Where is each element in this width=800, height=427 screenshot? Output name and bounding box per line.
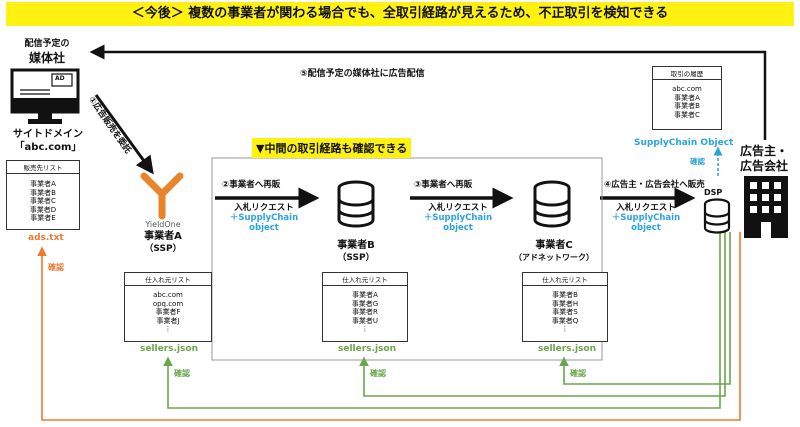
sellers-json-b-item: 事業者U	[351, 316, 379, 325]
site-domain-line1: サイトドメイン	[13, 129, 83, 140]
sellers-json-c-document: 仕入れ元リスト 事業者B 事業者H 事業者S 事業者Q ⋮	[522, 272, 608, 342]
monitor-icon	[10, 68, 80, 124]
ads-txt-item: 事業者D	[29, 205, 57, 214]
ssp-a-caption: 事業者A （SSP）	[120, 231, 206, 255]
server-c-icon	[533, 180, 571, 228]
sellers-json-a-item: opq.com	[152, 299, 184, 308]
history-item: abc.com	[672, 85, 702, 93]
sellers-json-a-item: ⋮	[164, 325, 172, 333]
confirm-line-b	[359, 232, 726, 397]
site-domain: サイトドメイン 「abc.com」	[2, 128, 94, 154]
step5-arrow	[89, 44, 767, 140]
step2-label: ②事業者へ再販	[222, 180, 281, 190]
sellers-json-a-label: sellers.json	[140, 344, 198, 354]
ssp-c-caption: 事業者C （アドネットワーク）	[506, 240, 602, 264]
history-item: 事業者A	[674, 93, 700, 102]
ad-label: AD	[55, 75, 65, 82]
ads-txt-item: 事業者E	[30, 214, 56, 222]
sellers-json-c-title: 仕入れ元リスト	[523, 273, 607, 286]
advertiser-caption: 広告主・ 広告会社	[732, 144, 796, 174]
sellers-json-a-item: 事業者F	[155, 308, 181, 316]
sellers-json-c-item: ⋮	[561, 325, 569, 333]
step3-supply-chain: ＋SupplyChain object	[423, 213, 493, 233]
dsp-server-icon	[703, 198, 731, 234]
yieldone-logo-icon	[140, 172, 184, 220]
sellers-json-a-document: 仕入れ元リスト abc.com opq.com 事業者F 事業者J ⋮	[124, 272, 212, 342]
ads-txt-confirm: 確認	[48, 263, 64, 272]
step3-bid-request: 入札リクエスト	[428, 203, 488, 213]
ssp-a-name: 事業者A	[144, 231, 182, 242]
site-domain-line2: 「abc.com」	[14, 142, 82, 153]
sellers-json-b-item: 事業者G	[351, 299, 379, 308]
sellers-json-b-confirm: 確認	[370, 369, 386, 378]
ssp-c-name: 事業者C	[535, 240, 573, 251]
sellers-json-b-item: ⋮	[361, 325, 369, 333]
ssp-a-role: （SSP）	[144, 244, 182, 254]
history-document: 取引の履歴 abc.com 事業者A 事業者B 事業者C	[652, 66, 722, 130]
sellers-json-b-label: sellers.json	[338, 344, 396, 354]
sellers-json-b-title: 仕入れ元リスト	[323, 273, 407, 286]
step4-label: ④広告主・広告会社へ販売	[604, 180, 705, 190]
sellers-json-a-item: abc.com	[153, 291, 183, 299]
sellers-json-a-confirm: 確認	[174, 369, 190, 378]
step4-bid: 入札リクエスト ＋SupplyChain object	[598, 203, 694, 233]
ads-txt-item: 事業者A	[30, 180, 56, 188]
yieldone-logo-text: YieldOne	[145, 220, 181, 229]
sellers-json-b-document: 仕入れ元リスト 事業者A 事業者G 事業者R 事業者U ⋮	[322, 272, 408, 342]
step4-bid-request: 入札リクエスト	[616, 203, 676, 213]
server-b-icon	[337, 180, 375, 228]
ssp-b-role: （SSP）	[337, 253, 375, 263]
middle-frame	[211, 157, 603, 361]
step2-bid: 入札リクエスト ＋SupplyChain object	[216, 203, 312, 233]
step2-supply-chain: ＋SupplyChain object	[229, 213, 299, 233]
building-icon	[744, 176, 788, 238]
sellers-json-c-item: 事業者Q	[551, 316, 579, 325]
history-item: 事業者B	[674, 102, 700, 110]
sellers-json-a-item: 事業者J	[156, 316, 180, 325]
ssp-b-caption: 事業者B （SSP）	[316, 240, 396, 264]
ads-txt-item: 事業者B	[30, 188, 56, 197]
sellers-json-b-item: 事業者R	[352, 308, 378, 316]
confirm-line-c	[559, 232, 731, 385]
sellers-json-b-item: 事業者A	[352, 291, 378, 299]
publisher-caption-line1: 配信予定の	[24, 39, 70, 49]
advertiser-line1: 広告主・	[739, 144, 788, 158]
ads-txt-list-title: 販売先リスト	[7, 161, 79, 174]
headline-banner: ＜今後＞ 複数の事業者が関わる場合でも、全取引経路が見えるため、不正取引を検知で…	[6, 2, 794, 26]
supply-chain-object-label: SupplyChain Object	[634, 138, 734, 148]
sellers-json-a-title: 仕入れ元リスト	[125, 273, 211, 286]
step4-supply-chain: ＋SupplyChain object	[611, 213, 681, 233]
confirm-line-adstxt	[37, 232, 741, 421]
ssp-b-name: 事業者B	[337, 240, 375, 251]
confirm-line-a	[163, 232, 721, 409]
advertiser-line2: 広告会社	[739, 159, 788, 173]
publisher-caption-line2: 媒体社	[28, 51, 65, 65]
dsp-label: DSP	[704, 188, 723, 197]
step3-bid: 入札リクエスト ＋SupplyChain object	[408, 203, 508, 233]
sellers-json-c-item: 事業者H	[551, 299, 579, 308]
sellers-json-c-item: 事業者S	[552, 308, 578, 316]
ads-txt-document: 販売先リスト 事業者A 事業者B 事業者C 事業者D 事業者E	[6, 160, 80, 230]
step5-label: ⑤配信予定の媒体社に広告配信	[300, 69, 425, 79]
middle-route-banner: ▼中間の取引経路も確認できる	[252, 138, 412, 158]
step1-arrow	[94, 94, 154, 175]
sellers-json-c-confirm: 確認	[570, 369, 586, 378]
sellers-json-c-item: 事業者B	[552, 291, 578, 299]
step2-bid-request: 入札リクエスト	[234, 203, 294, 213]
ads-txt-label: ads.txt	[28, 233, 64, 243]
history-title: 取引の履歴	[653, 67, 721, 80]
history-confirm: 確認	[690, 157, 705, 166]
step3-label: ③事業者へ再販	[414, 180, 473, 190]
history-item: 事業者C	[674, 110, 700, 119]
publisher-caption: 配信予定の 媒体社	[12, 36, 82, 66]
ssp-c-role: （アドネットワーク）	[514, 253, 594, 262]
ads-txt-item: 事業者C	[30, 197, 56, 205]
sellers-json-c-label: sellers.json	[538, 344, 596, 354]
